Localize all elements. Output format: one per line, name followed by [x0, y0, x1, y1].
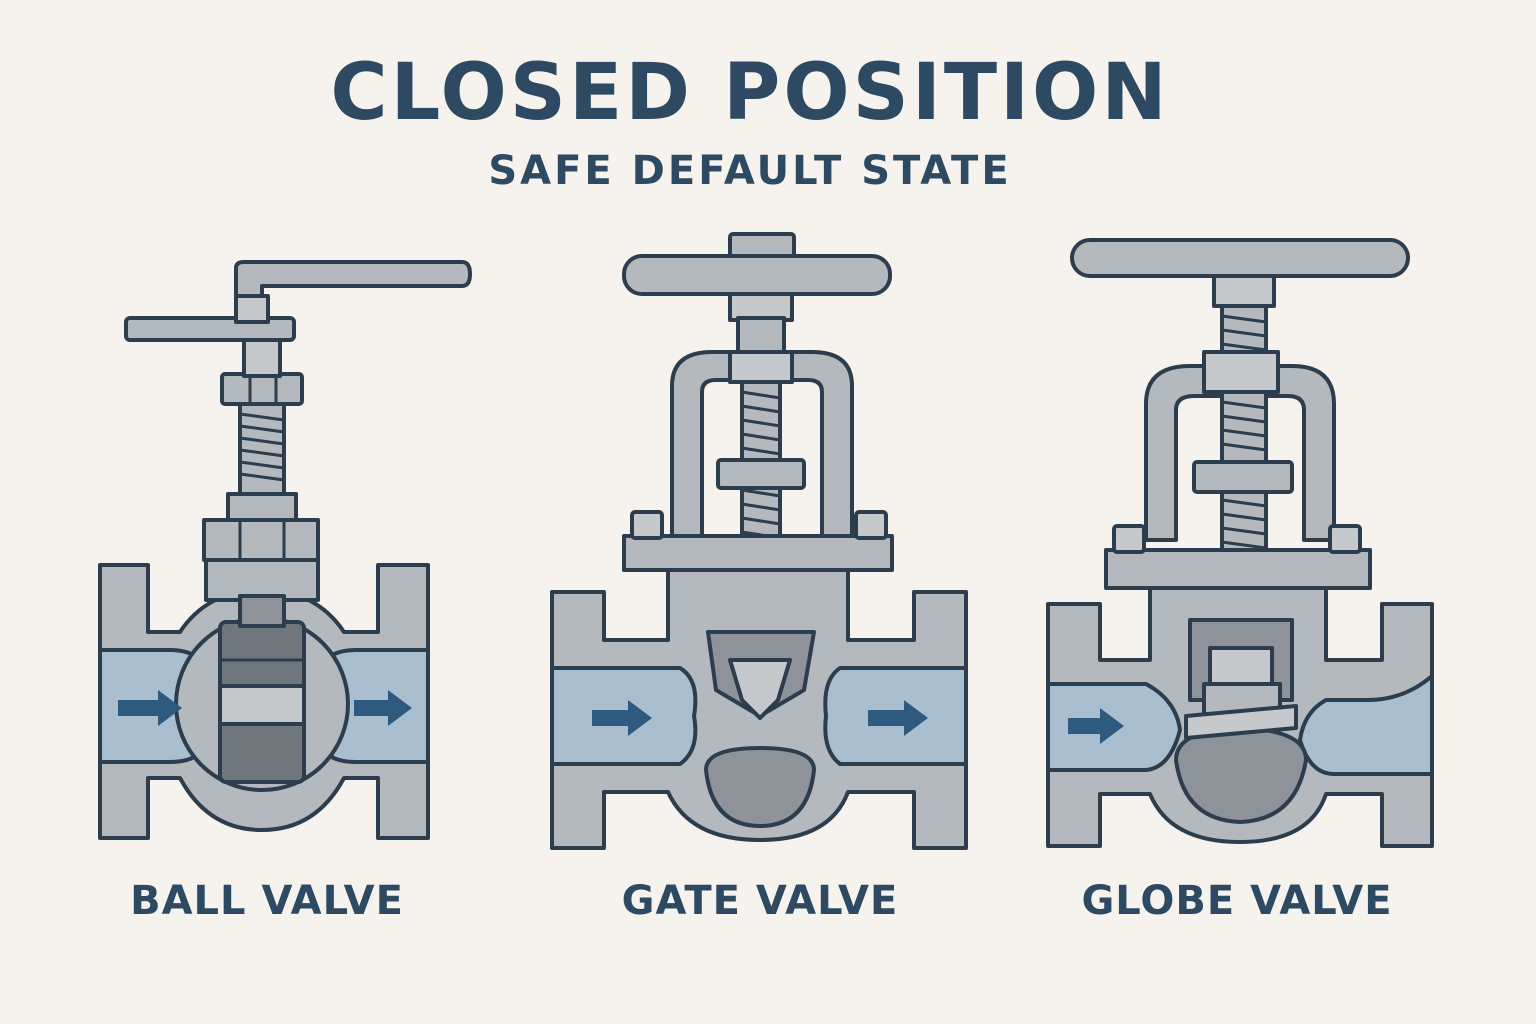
- ball-valve-label: BALL VALVE: [130, 878, 404, 924]
- globe-valve-handwheel: [1070, 238, 1410, 278]
- globe-valve-outlet-flow: [1298, 674, 1434, 776]
- ball-valve-lever-hub: [234, 294, 270, 324]
- ball-valve-bore-block: [218, 684, 306, 726]
- diagram-subtitle: SAFE DEFAULT STATE: [488, 148, 1012, 194]
- gate-valve-outlet-arrow: [868, 700, 928, 736]
- globe-valve-bolt-left: [1112, 524, 1146, 554]
- gate-valve-gland: [716, 458, 806, 490]
- ball-valve-inlet-arrow: [118, 690, 182, 726]
- gate-valve-hub-collar: [736, 316, 786, 356]
- globe-valve-disc-nut: [1208, 646, 1274, 686]
- globe-valve-label: GLOBE VALVE: [1081, 878, 1393, 924]
- gate-valve-handwheel: [622, 254, 892, 296]
- gate-valve-illustration: [550, 232, 968, 850]
- globe-valve-bonnet-flange: [1104, 548, 1372, 590]
- gate-valve-yoke-nut: [728, 350, 794, 384]
- gate-valve-inlet-arrow: [592, 700, 652, 736]
- gate-valve-bolt-right: [854, 510, 888, 540]
- ball-valve-outlet-arrow: [354, 690, 412, 726]
- globe-valve-gland: [1192, 460, 1294, 494]
- gate-valve-label: GATE VALVE: [621, 878, 899, 924]
- ball-valve-bonnet: [202, 518, 320, 562]
- ball-valve-illustration: [98, 260, 472, 840]
- globe-valve-illustration: [1046, 238, 1434, 848]
- gate-valve-bonnet-flange: [622, 534, 894, 572]
- globe-valve-hub: [1212, 274, 1276, 308]
- globe-valve-yoke-nut: [1202, 350, 1280, 394]
- ball-valve-bonnet-top: [226, 492, 298, 522]
- ball-valve-lever-handle: [234, 260, 472, 302]
- globe-valve-seat-ring: [1184, 704, 1298, 740]
- gate-valve-wedge-tip: [728, 658, 792, 720]
- ball-valve-stem-collar: [242, 338, 282, 378]
- ball-valve-stem-slot: [238, 594, 286, 628]
- gate-valve-bolt-left: [630, 510, 664, 540]
- diagram-title: CLOSED POSITION: [330, 48, 1170, 138]
- ball-valve-stem-nut: [220, 372, 304, 406]
- gate-valve-lower-cavity: [704, 746, 816, 828]
- globe-valve-inlet-arrow: [1068, 708, 1124, 744]
- globe-valve-bolt-right: [1328, 524, 1362, 554]
